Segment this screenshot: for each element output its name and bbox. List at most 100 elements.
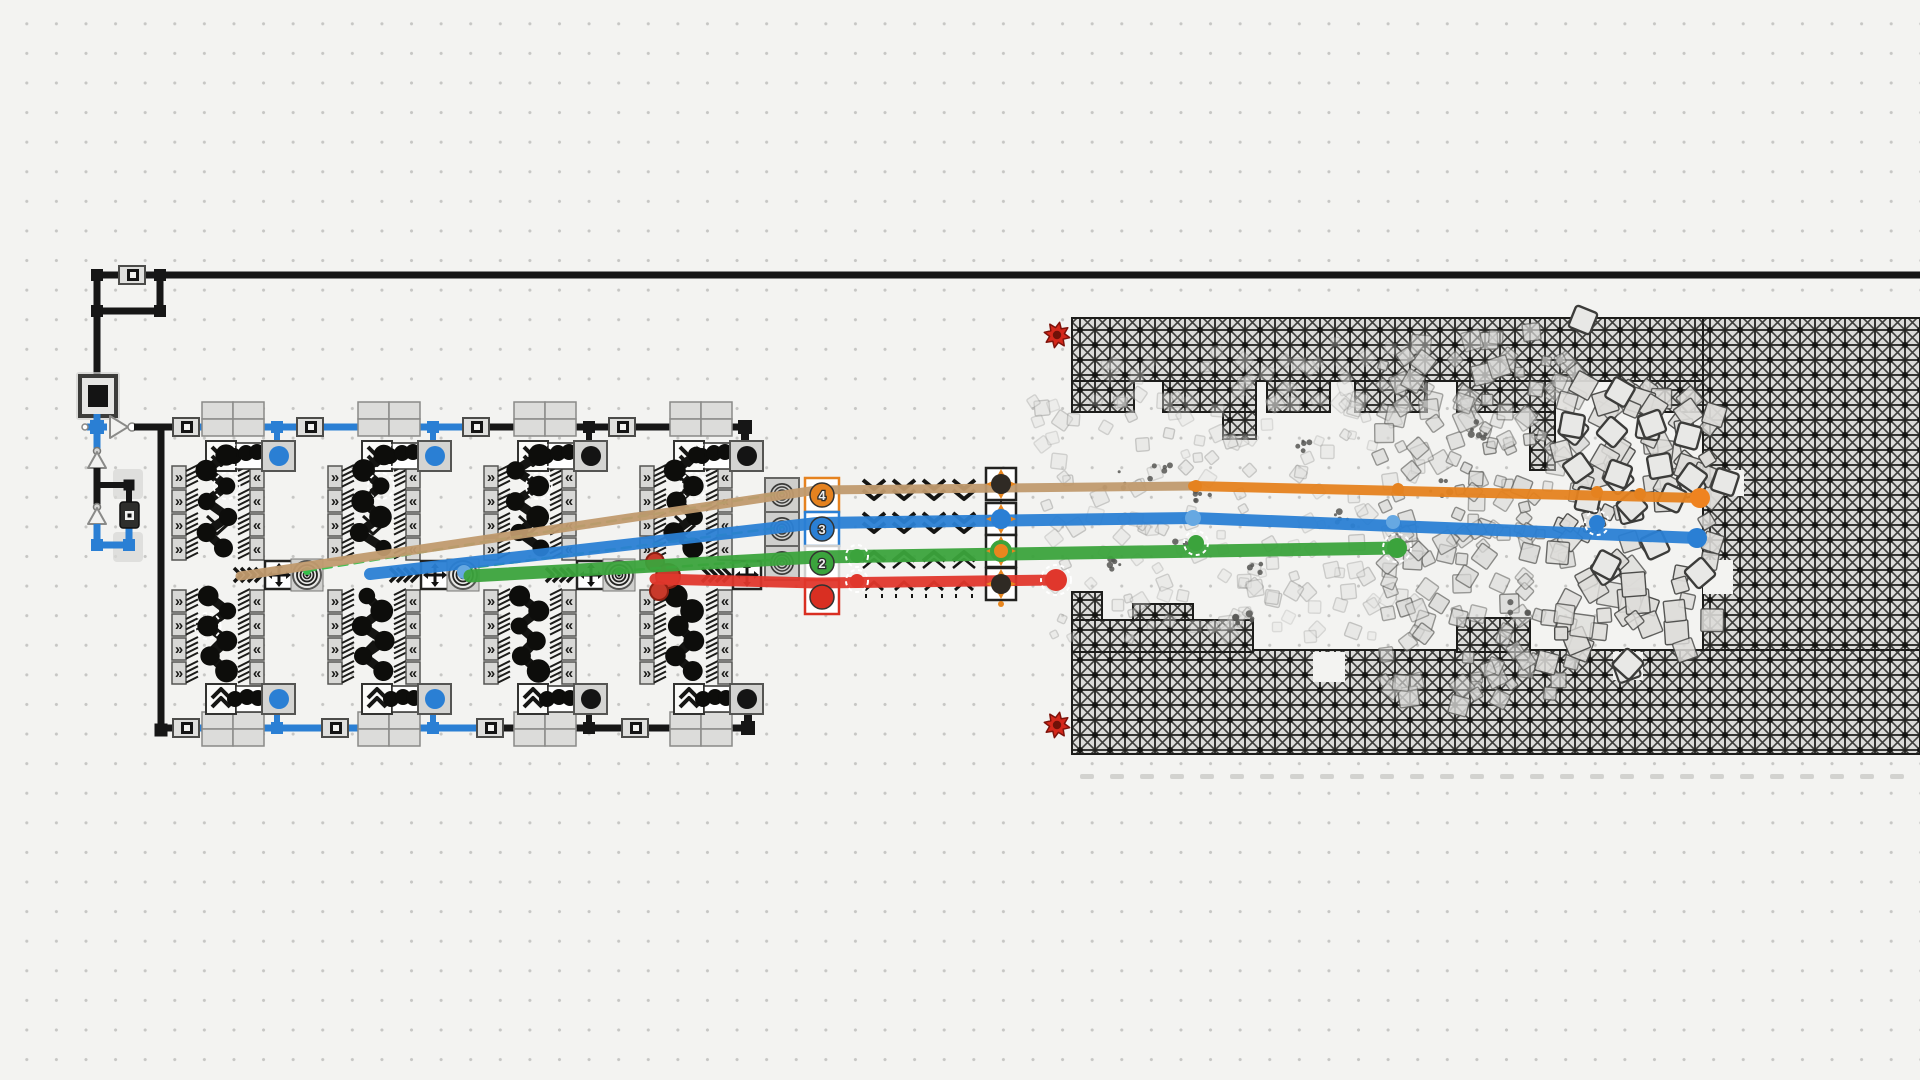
debris-chip bbox=[1568, 370, 1599, 401]
rotator-gear[interactable] bbox=[1043, 711, 1071, 739]
svg-text:«: « bbox=[253, 469, 261, 486]
wire-connector[interactable] bbox=[476, 718, 504, 738]
debris-chip bbox=[1672, 397, 1704, 429]
svg-text:«: « bbox=[409, 593, 417, 610]
wire-connector[interactable] bbox=[462, 417, 490, 437]
debris-chip bbox=[1307, 600, 1322, 614]
anchor-pin[interactable] bbox=[986, 569, 1016, 599]
svg-text:»: » bbox=[487, 617, 495, 634]
debris-chip bbox=[1264, 590, 1283, 609]
debris-chip bbox=[1056, 470, 1071, 485]
debris-chip bbox=[1339, 428, 1353, 442]
debris-chip bbox=[1376, 359, 1390, 372]
svg-text:»: » bbox=[175, 641, 183, 658]
ball-chain bbox=[663, 446, 708, 681]
debris-chip bbox=[1534, 649, 1560, 676]
debris-chip bbox=[1033, 399, 1051, 417]
inline-component[interactable] bbox=[119, 501, 140, 529]
generator-block[interactable] bbox=[76, 372, 120, 420]
payload-ball bbox=[809, 516, 835, 542]
rotator-gear[interactable] bbox=[1043, 321, 1071, 349]
anchor-pin[interactable] bbox=[986, 536, 1016, 566]
debris-outlined bbox=[1611, 647, 1645, 684]
debris-chip bbox=[1553, 352, 1567, 366]
debris-chip bbox=[1141, 355, 1157, 371]
svg-text:«: « bbox=[409, 617, 417, 634]
debris-chip bbox=[1217, 614, 1235, 632]
debris-outlined bbox=[1561, 451, 1595, 485]
wire-connector[interactable] bbox=[118, 265, 146, 285]
debris-chip bbox=[1192, 452, 1204, 464]
wire-joint bbox=[123, 479, 135, 491]
debris-chip bbox=[1365, 592, 1382, 609]
red-beam bbox=[649, 564, 1072, 596]
debris-chip bbox=[1377, 498, 1393, 514]
debris-chip bbox=[1199, 361, 1211, 373]
debris-chip bbox=[1236, 573, 1252, 589]
debris-chip bbox=[1522, 432, 1537, 447]
debris-chip bbox=[1134, 436, 1151, 453]
debris-chip bbox=[1406, 436, 1430, 460]
debris-chip bbox=[1620, 571, 1647, 598]
svg-text:«: « bbox=[409, 517, 417, 534]
debris-chip bbox=[1410, 349, 1437, 376]
emitter-slot-numbers: 4 3 2 bbox=[817, 487, 828, 573]
debris-chip bbox=[1469, 671, 1484, 685]
machine-module-2[interactable]: »«»«»«»«»«»«»«»« bbox=[327, 401, 452, 747]
debris-chip bbox=[1495, 429, 1517, 451]
wire-connector[interactable] bbox=[608, 417, 636, 437]
debris-chip bbox=[1445, 431, 1466, 451]
debris-chip bbox=[1362, 596, 1382, 616]
debris-outlined bbox=[1673, 421, 1703, 451]
svg-text:»: » bbox=[175, 665, 183, 682]
machine-module-3[interactable]: »«»«»«»«»«»«»«»« bbox=[483, 401, 608, 747]
slot-number-green: 2 bbox=[818, 556, 825, 571]
ball-chain bbox=[349, 444, 395, 682]
wire-connector[interactable] bbox=[172, 417, 200, 437]
ground-markers bbox=[1080, 774, 1904, 779]
debris-chip bbox=[1701, 401, 1728, 429]
svg-text:»: » bbox=[487, 665, 495, 682]
svg-text:»: » bbox=[487, 469, 495, 486]
debris-chip bbox=[1375, 551, 1399, 575]
debris-chip bbox=[1336, 378, 1355, 397]
debris-chip bbox=[1359, 411, 1372, 424]
debris-chip bbox=[1329, 391, 1353, 414]
debris-chip bbox=[1049, 629, 1060, 640]
debris-chip bbox=[1513, 366, 1526, 378]
svg-text:»: » bbox=[175, 517, 183, 534]
debris-chip bbox=[1319, 444, 1335, 460]
debris-chip bbox=[1452, 392, 1475, 415]
machine-head-bottom bbox=[517, 683, 608, 715]
debris-chip bbox=[1470, 542, 1498, 570]
funnel-valve[interactable] bbox=[87, 446, 107, 469]
wire-connector[interactable] bbox=[296, 417, 324, 437]
debris-outlined bbox=[1557, 410, 1590, 446]
wire-connector[interactable] bbox=[172, 718, 200, 738]
svg-text:«: « bbox=[409, 641, 417, 658]
svg-text:«: « bbox=[565, 593, 573, 610]
svg-text:»: » bbox=[487, 493, 495, 510]
machine-head-bottom bbox=[205, 683, 296, 715]
anchor-pin[interactable] bbox=[986, 469, 1016, 499]
svg-text:»: » bbox=[643, 493, 651, 510]
machine-module-4[interactable]: »«»«»«»«»«»«»«»« bbox=[639, 401, 764, 747]
machine-head-bottom bbox=[361, 683, 452, 715]
svg-text:«: « bbox=[253, 593, 261, 610]
debris-chip bbox=[1535, 429, 1549, 442]
debris-chip bbox=[1050, 452, 1068, 471]
wire-connector[interactable] bbox=[321, 718, 349, 738]
svg-text:»: » bbox=[331, 641, 339, 658]
svg-text:«: « bbox=[565, 665, 573, 682]
debris-chip bbox=[1347, 430, 1358, 441]
machine-module-1[interactable]: »«»«»«»«»«»«»«»« bbox=[171, 401, 296, 747]
debris-chip bbox=[1045, 430, 1060, 446]
debris-chip bbox=[1100, 360, 1111, 371]
funnel-valve[interactable] bbox=[87, 502, 107, 525]
svg-text:»: » bbox=[643, 469, 651, 486]
svg-text:«: « bbox=[565, 641, 573, 658]
anchor-pin[interactable] bbox=[986, 504, 1016, 534]
debris-chip bbox=[1222, 433, 1239, 450]
wire-connector[interactable] bbox=[621, 718, 649, 738]
